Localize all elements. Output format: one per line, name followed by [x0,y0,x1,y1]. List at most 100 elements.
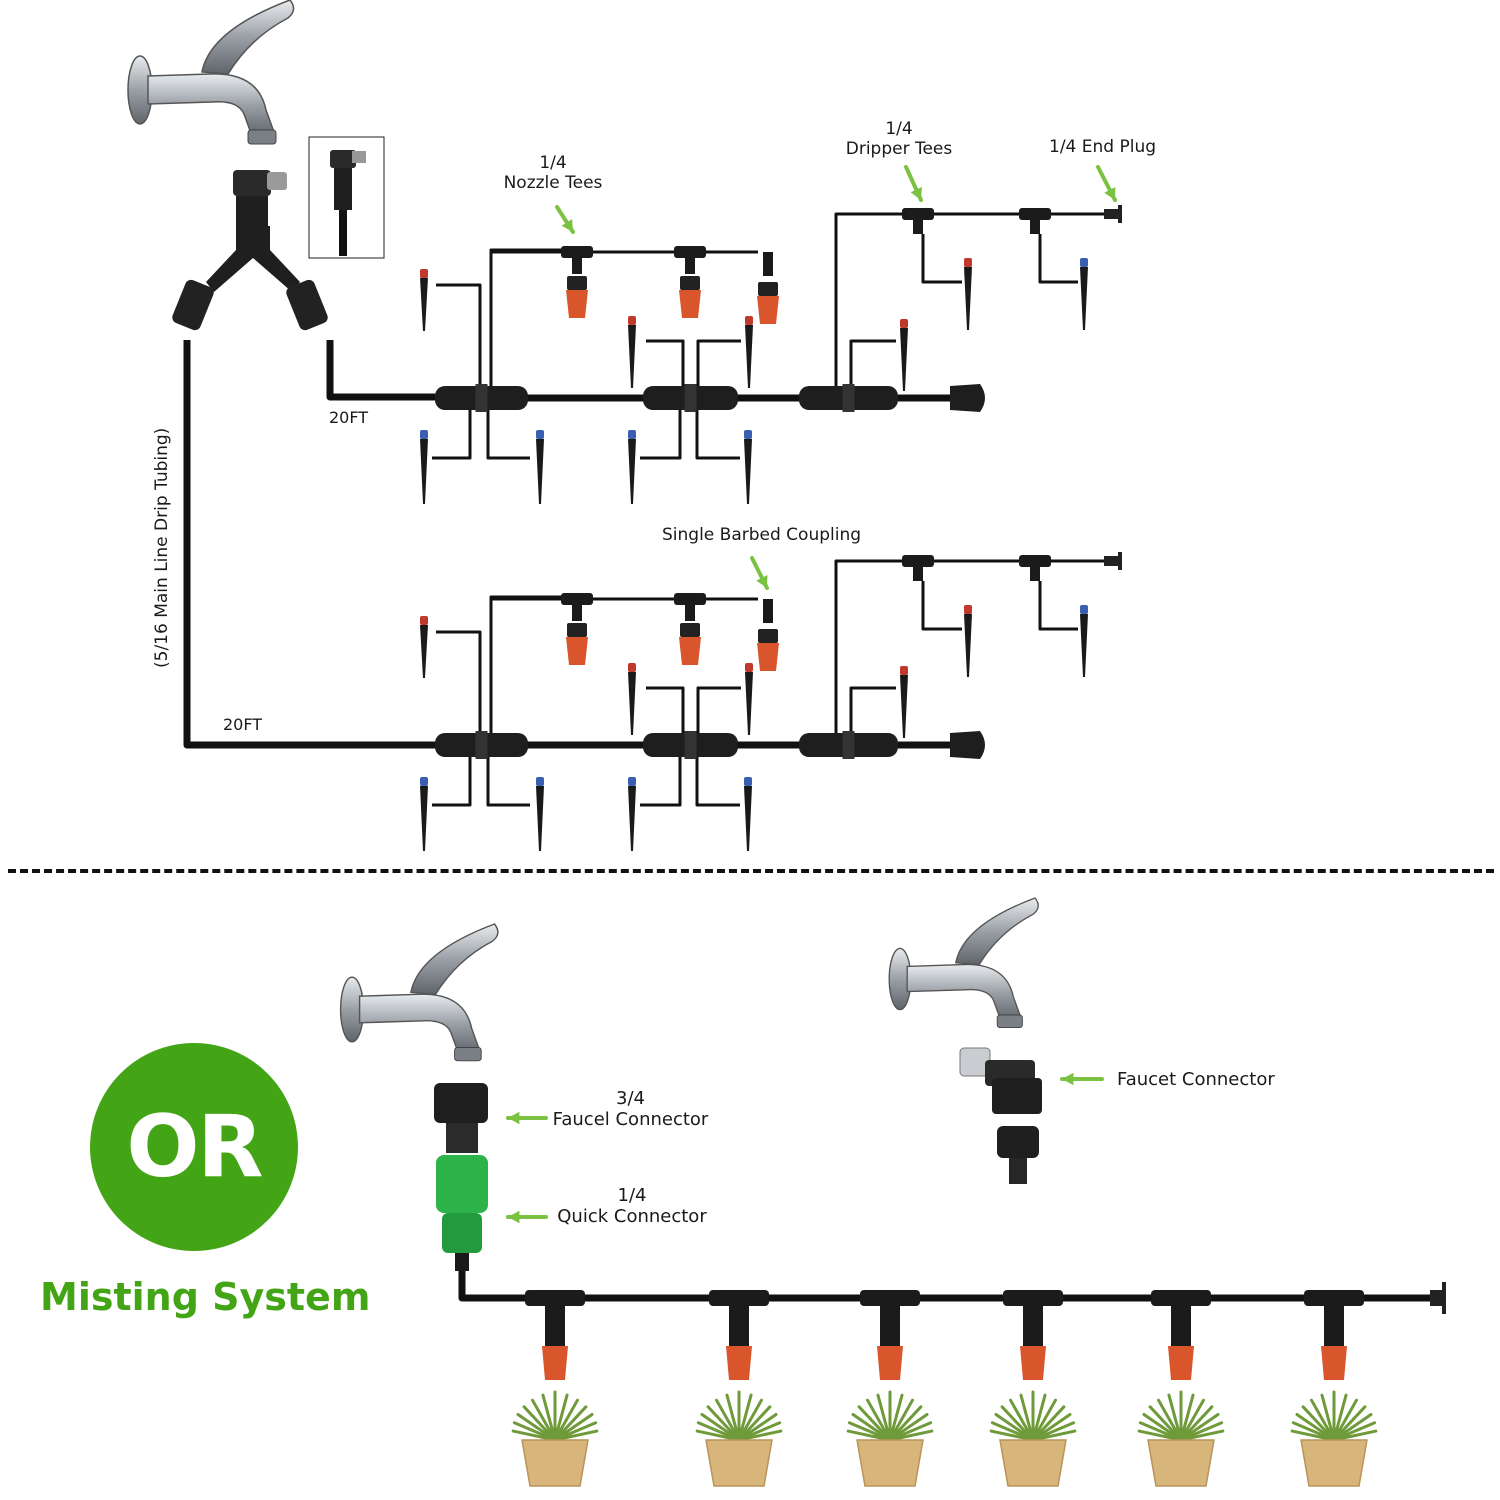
faucet-connector-barb [1009,1158,1027,1184]
nozzle-icon [566,290,588,318]
dripper-stake-icon [745,325,753,388]
stake-head [628,430,636,439]
coupler-center [684,384,697,412]
or-text: OR [126,1097,263,1197]
potted-plant-icon [511,1390,599,1487]
plant-leaf [1179,1405,1214,1442]
t-connector-stem [685,603,695,621]
quick-connector-barb [455,1253,469,1271]
plant-leaf [1031,1393,1047,1442]
misting-tee-stem [880,1306,900,1346]
faucet-nozzle-tip [996,1014,1023,1029]
tubing [695,410,740,460]
arrow-head [508,1210,520,1224]
plant-leaf [1019,1393,1035,1442]
green-pointer-arrow-icon [750,556,769,590]
main-line-tubing-label: (5/16 Main Line Drip Tubing) [152,427,172,668]
tubing [646,339,685,388]
main-line-tubing [183,340,440,749]
faucet-nozzle-tip [247,129,277,145]
dripper-stake-icon [420,786,428,851]
dripper-tees-label-text: Dripper Tees [845,139,953,159]
plant-leaf [1179,1398,1205,1442]
green-pointer-arrow-icon [506,1210,548,1224]
tubing [921,234,962,284]
plant-leaf [1310,1398,1336,1442]
t-connector-stem [913,565,923,581]
t-connector-icon [561,246,593,258]
faucet-body [906,963,1022,1022]
t-connector-stem [913,218,923,234]
plant-leaf [1179,1393,1195,1442]
plant-leaf [1332,1413,1373,1442]
dripper-stake-icon [536,786,544,851]
nozzle-icon [566,637,588,665]
quick-connector-label-text: Quick Connector [557,1206,707,1227]
tubing [489,595,577,735]
dripper-stake-icon [628,786,636,851]
plant-leaf [715,1398,741,1442]
faucet-connector-label: Faucet Connector [1117,1069,1275,1090]
inset-key [352,151,366,163]
end-plug-flange-bottom [1442,1282,1446,1314]
tubing [696,339,741,388]
potted-plant-icon [1290,1390,1378,1487]
dripper-stake-icon [964,614,972,677]
green-pointer-arrow-icon [1096,165,1117,202]
mist-nozzle-icon [1020,1346,1046,1380]
t-connector-icon [561,593,593,605]
inset-clamp [330,150,356,168]
faucet-nozzle-tip [454,1047,482,1062]
plant-leaf [1167,1393,1183,1442]
adapter-body [236,196,268,226]
plant-leaf [857,1405,892,1442]
nozzle-cap [567,276,587,290]
mist-nozzle-icon [542,1346,568,1380]
plant-leaf [553,1429,599,1442]
nozzle-icon [679,637,701,665]
arrow-head [1104,187,1116,200]
plant-leaf [1179,1429,1225,1442]
end-plug-icon-bottom [1430,1290,1442,1306]
coupler-center [475,731,488,759]
dripper-stake-icon [964,267,972,330]
potted-plant-icon [1137,1390,1225,1487]
coupler-center [842,384,855,412]
plant-leaf [1332,1393,1348,1442]
green-pointer-arrow-icon [1060,1072,1104,1086]
t-connector-stem [1030,565,1040,581]
stake-head [964,605,972,614]
plant-leaf [888,1398,914,1442]
tubing [432,757,472,807]
tubing [436,630,482,735]
t-connector-stem [685,256,695,274]
t-connector-icon [1019,555,1051,567]
plant-pot [521,1439,589,1487]
misting-line-tubing [458,1268,1430,1302]
end-cap-icon [950,384,985,412]
faucet-connector-coupler [997,1126,1039,1158]
mist-nozzle-icon [1168,1346,1194,1380]
plant-leaf [737,1405,772,1442]
t-connector-icon [1019,208,1051,220]
faucet-handle [201,0,295,75]
misting-system-title: Misting System [40,1275,371,1319]
faucel-connector-label-text: Faucel Connector [552,1109,709,1130]
dripper-stake-icon [1080,267,1088,330]
faucet-icon-right [888,897,1039,1029]
t-connector-icon [902,208,934,220]
dripper-stake-icon [420,625,428,678]
plant-leaf [522,1405,557,1442]
t-connector-icon [674,246,706,258]
plant-leaf [888,1413,929,1442]
plant-leaf [1179,1413,1220,1442]
green-pointer-arrow-icon [506,1111,548,1125]
stake-head [744,777,752,786]
stake-head [745,663,753,672]
faucet-icon-top [127,0,295,145]
plant-leaf [888,1393,904,1442]
tubing [640,757,682,807]
nozzle-tees-label-text: Nozzle Tees [503,173,603,193]
plant-leaf [737,1393,753,1442]
